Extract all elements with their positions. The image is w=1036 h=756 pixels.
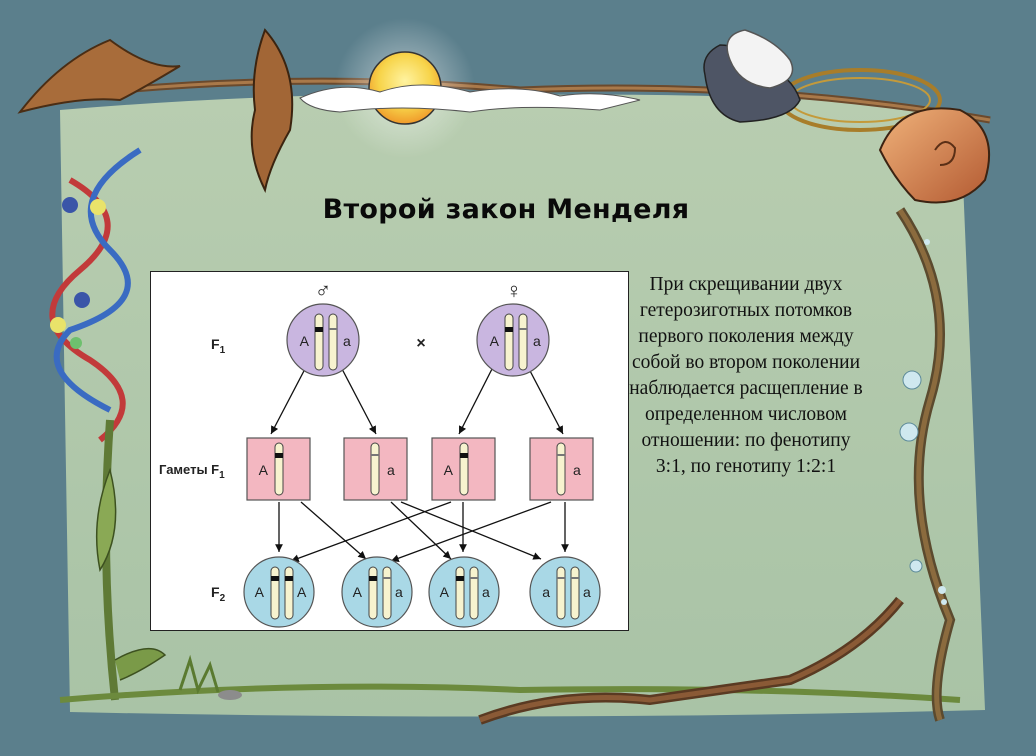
allele-label: A: [444, 462, 454, 478]
gamete-cell: a: [343, 437, 408, 501]
slide-title: Второй закон Менделя: [322, 194, 690, 225]
offspring-cell: A a: [428, 556, 500, 628]
gamete-cell: A: [246, 437, 311, 501]
offspring-cell: A a: [341, 556, 413, 628]
allele-label: A: [297, 584, 307, 600]
male-symbol: ♂: [315, 278, 332, 303]
female-symbol: ♀: [506, 278, 523, 303]
f1-parents: A a A a: [286, 303, 550, 377]
allele-label: a: [583, 584, 591, 600]
cross-arrows: [270, 366, 569, 562]
cross-symbol: ×: [416, 335, 425, 352]
cross-scheme: F1 Гаметы F1 F2 ♂ ♀ × A a A: [159, 278, 601, 628]
allele-label: a: [573, 462, 581, 478]
allele-label: A: [353, 584, 363, 600]
allele-label: A: [255, 584, 265, 600]
allele-label: a: [533, 333, 541, 349]
mendel-cross-diagram: F1 Гаметы F1 F2 ♂ ♀ × A a A: [150, 271, 629, 631]
allele-label: A: [490, 333, 500, 349]
f1-gametes: A a A a: [246, 437, 594, 501]
allele-label: a: [343, 333, 351, 349]
f2-offspring: A A A a A a: [243, 556, 601, 628]
allele-label: a: [395, 584, 403, 600]
parent-cell-male: A a: [286, 303, 360, 377]
row-label-f2: F2: [211, 584, 226, 604]
offspring-cell: a a: [529, 556, 601, 628]
allele-label: a: [542, 584, 550, 600]
allele-label: A: [259, 462, 269, 478]
gamete-cell: a: [529, 437, 594, 501]
allele-label: A: [440, 584, 450, 600]
row-label-f1: F1: [211, 336, 226, 356]
allele-label: a: [387, 462, 395, 478]
allele-label: A: [300, 333, 310, 349]
parent-cell-female: A a: [476, 303, 550, 377]
row-label-gametes: Гаметы F1: [159, 462, 225, 481]
allele-label: a: [482, 584, 490, 600]
law-description: При скрещивании двух гетерозиготных пото…: [629, 274, 863, 477]
offspring-cell: A A: [243, 556, 315, 628]
gamete-cell: A: [431, 437, 496, 501]
